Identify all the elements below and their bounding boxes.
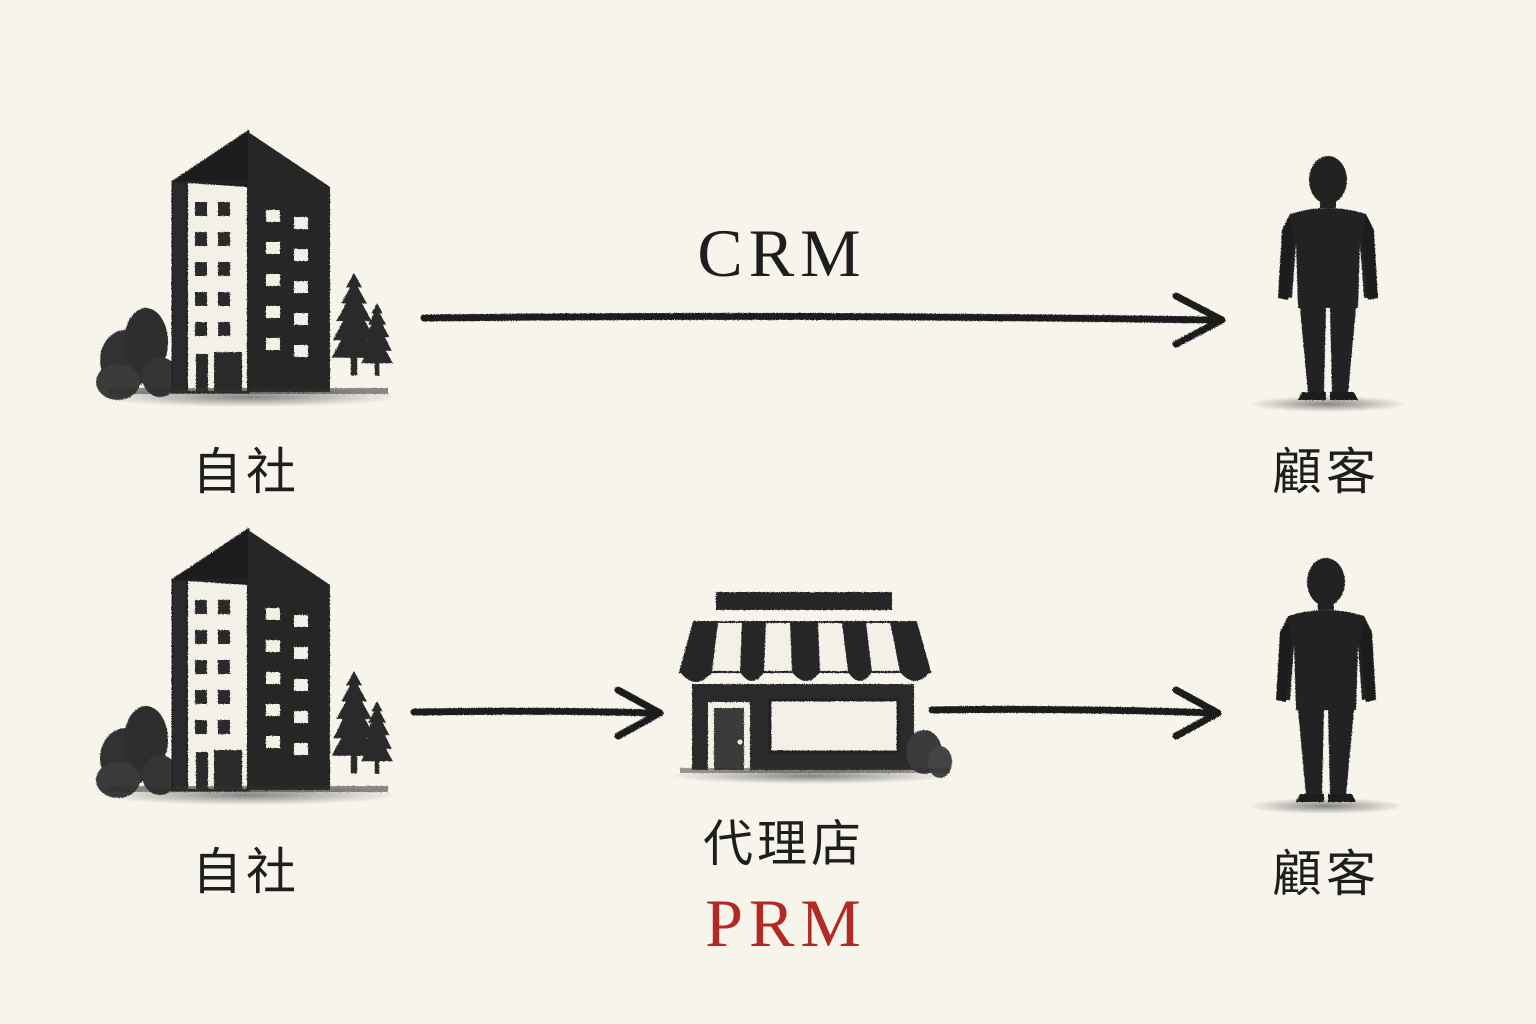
arrow-crm: [420, 292, 1226, 348]
agency-storefront-icon: [668, 590, 954, 786]
crm-label: CRM: [697, 215, 867, 291]
company-building-icon: [96, 132, 398, 407]
company-building-icon: [96, 530, 398, 805]
customer-person-icon: [1248, 558, 1404, 814]
arrow-agency-to-customer: [928, 686, 1222, 740]
company-label: 自社: [192, 843, 300, 901]
prm-label: PRM: [705, 885, 867, 961]
agency-label: 代理店: [703, 815, 865, 873]
customer-person-icon: [1250, 156, 1406, 412]
customer-label: 顧客: [1272, 845, 1380, 903]
customer-label: 顧客: [1272, 443, 1380, 501]
company-label: 自社: [192, 443, 300, 501]
arrow-company-to-agency: [410, 686, 664, 740]
